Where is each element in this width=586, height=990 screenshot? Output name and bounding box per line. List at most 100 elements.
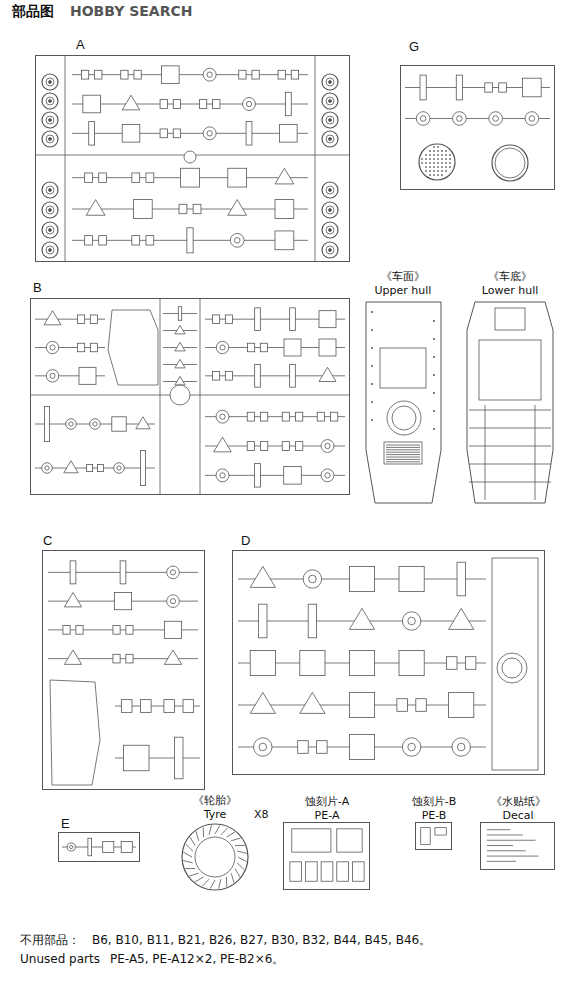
rivet: [433, 392, 435, 394]
part-outline: [46, 341, 58, 353]
part-outline: [489, 112, 503, 126]
part-outline: [117, 466, 121, 470]
part-outline: [181, 168, 200, 187]
hull-rib: [469, 410, 551, 411]
mesh-hole: [445, 166, 447, 168]
part-outline: [50, 373, 55, 378]
part-outline: [122, 125, 140, 143]
hull-rib: [469, 482, 551, 483]
rivet: [433, 320, 435, 322]
sprue-frame: G: [400, 65, 555, 190]
part-caption: 蚀刻片-B: [412, 795, 457, 808]
part-outline: [86, 200, 105, 216]
part-outline: [112, 417, 126, 431]
part-outline: [216, 410, 229, 423]
grille-slat: [386, 449, 420, 450]
mesh-hole: [425, 162, 427, 164]
part-outline: [259, 604, 267, 638]
part-outline: [173, 100, 180, 109]
part-outline: [69, 422, 73, 426]
mesh-hole: [445, 154, 447, 156]
part-outline: [122, 95, 140, 110]
tyre-outline: [182, 824, 248, 890]
part-outline: [97, 464, 103, 471]
mesh-hole: [421, 158, 423, 160]
wheel-part: [326, 226, 334, 234]
part-outline: [457, 116, 463, 122]
sprue-letter: G: [409, 40, 419, 53]
tread-block: [186, 844, 193, 851]
hull-part: 《车底》Lower hull: [465, 300, 555, 505]
etch-part: [337, 862, 349, 881]
heading: 部品图: [12, 4, 54, 18]
mesh-hole: [437, 150, 439, 152]
part-outline: [87, 464, 93, 471]
part-outline: [420, 116, 426, 122]
part-outline: [280, 125, 298, 143]
part-outline: [243, 98, 256, 111]
etch-part: [305, 862, 317, 881]
mesh-hole: [437, 154, 439, 156]
part-outline: [449, 608, 474, 629]
part-outline: [225, 372, 232, 381]
part-outline: [193, 204, 201, 213]
mesh-hole: [429, 154, 431, 156]
part-outline: [499, 83, 507, 92]
part-outline: [170, 570, 175, 575]
sprue-frame: E: [58, 832, 140, 862]
decal-marking: [487, 845, 513, 846]
part-outline: [485, 83, 493, 92]
mesh-hole: [437, 174, 439, 176]
wheel-part: [329, 249, 332, 252]
part-outline: [90, 343, 97, 352]
part-outline: [399, 566, 424, 591]
part-outline: [216, 469, 229, 482]
part-outline: [453, 112, 467, 126]
part-outline: [284, 467, 302, 485]
part-caption: 《车底》: [488, 270, 532, 283]
part-outline: [228, 200, 247, 216]
wheel-part: [322, 131, 338, 147]
part-outline: [99, 173, 107, 182]
part-outline: [45, 406, 50, 441]
part-outline: [250, 566, 275, 587]
part-outline: [260, 412, 267, 421]
hull-part: [497, 653, 527, 683]
part-outline: [64, 650, 81, 664]
part-outline: [239, 70, 246, 79]
part-outline: [290, 365, 296, 388]
tread-block: [235, 845, 245, 846]
part-outline: [95, 70, 102, 79]
part-outline: [160, 100, 167, 109]
mesh-hole: [433, 166, 435, 168]
part-outline: [493, 116, 499, 122]
part-outline: [259, 743, 267, 751]
part-outline: [349, 608, 374, 629]
tread-block: [237, 863, 244, 870]
part-outline: [247, 442, 254, 451]
part-caption: Lower hull: [482, 284, 539, 297]
part-outline: [203, 68, 216, 81]
decal-marking: [487, 829, 510, 830]
fret-detail: [284, 823, 369, 889]
part-outline: [81, 70, 88, 79]
mesh-hole: [445, 170, 447, 172]
etch-part: [421, 828, 430, 845]
part-outline: [275, 168, 294, 184]
decal-marking: [487, 850, 526, 851]
part-outline: [66, 419, 77, 430]
rivet: [371, 419, 373, 421]
part-outline: [164, 621, 181, 638]
mesh-hole: [429, 166, 431, 168]
part-outline: [64, 593, 81, 607]
runner-ring: [184, 151, 196, 163]
tread-block: [209, 825, 211, 835]
part-outline: [399, 650, 424, 675]
part-outline: [284, 339, 301, 356]
part-outline: [213, 372, 220, 381]
mesh-hole: [441, 150, 443, 152]
part-outline: [290, 308, 296, 331]
tread-block: [226, 877, 227, 887]
mesh-hole: [425, 170, 427, 172]
ring-part: [492, 145, 528, 181]
